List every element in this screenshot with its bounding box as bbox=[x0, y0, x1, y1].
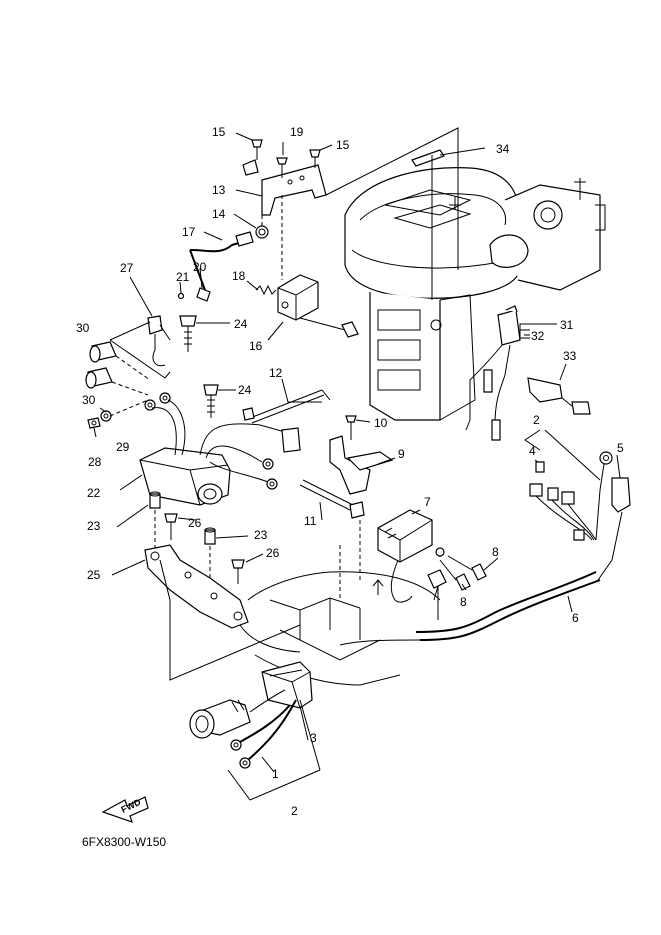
callout-6: 6 bbox=[572, 611, 579, 625]
callout-24: 24 bbox=[238, 383, 252, 397]
callout-29: 29 bbox=[116, 440, 130, 454]
callout-8: 8 bbox=[460, 595, 467, 609]
callout-2: 2 bbox=[533, 413, 540, 427]
callout-5: 5 bbox=[617, 441, 624, 455]
bracket-plates bbox=[242, 389, 394, 600]
callout-31: 31 bbox=[560, 318, 574, 332]
callout-2: 2 bbox=[291, 804, 298, 818]
callout-11: 11 bbox=[304, 514, 317, 528]
callout-12: 12 bbox=[269, 366, 283, 380]
callout-26: 26 bbox=[266, 546, 280, 560]
callout-14: 14 bbox=[212, 207, 226, 221]
forward-direction-arrow: FWD bbox=[101, 796, 149, 823]
engine-block bbox=[344, 167, 606, 421]
right-side-components bbox=[339, 305, 631, 646]
leader-lines bbox=[93, 132, 621, 773]
callout-9: 9 bbox=[398, 447, 405, 461]
main-switch-and-leads bbox=[189, 661, 321, 801]
callout-numbers: 15 19 15 13 14 17 20 21 18 27 24 16 30 3… bbox=[76, 125, 624, 818]
callout-20: 20 bbox=[193, 260, 207, 274]
callout-30: 30 bbox=[76, 321, 90, 335]
callout-13: 13 bbox=[212, 183, 226, 197]
rectifier-regulator bbox=[377, 509, 487, 620]
callout-32: 32 bbox=[531, 329, 545, 343]
left-side-components bbox=[85, 315, 301, 584]
part-34-lever bbox=[411, 149, 445, 300]
callout-4: 4 bbox=[529, 444, 536, 458]
callout-26: 26 bbox=[188, 516, 202, 530]
callout-16: 16 bbox=[249, 339, 263, 353]
callout-15: 15 bbox=[336, 138, 350, 152]
callout-25: 25 bbox=[87, 568, 101, 582]
callout-15: 15 bbox=[212, 125, 226, 139]
ignition-bracket-assembly bbox=[177, 127, 459, 338]
callout-27: 27 bbox=[120, 261, 134, 275]
callout-21: 21 bbox=[176, 270, 190, 284]
callout-1: 1 bbox=[272, 767, 279, 781]
callout-8: 8 bbox=[492, 545, 499, 559]
callout-3: 3 bbox=[310, 731, 317, 745]
callout-34: 34 bbox=[496, 142, 510, 156]
callout-23: 23 bbox=[254, 528, 268, 542]
callout-30: 30 bbox=[82, 393, 96, 407]
callout-18: 18 bbox=[232, 269, 246, 283]
callout-22: 22 bbox=[87, 486, 101, 500]
drawing-code: 6FX8300-W150 bbox=[82, 835, 166, 849]
callout-24: 24 bbox=[234, 317, 248, 331]
callout-7: 7 bbox=[424, 495, 431, 509]
callout-10: 10 bbox=[374, 416, 388, 430]
callout-17: 17 bbox=[182, 225, 196, 239]
callout-19: 19 bbox=[290, 125, 304, 139]
callout-23: 23 bbox=[87, 519, 101, 533]
mounting-plate-and-cowling bbox=[144, 544, 441, 686]
callout-33: 33 bbox=[563, 349, 577, 363]
callout-28: 28 bbox=[88, 455, 102, 469]
